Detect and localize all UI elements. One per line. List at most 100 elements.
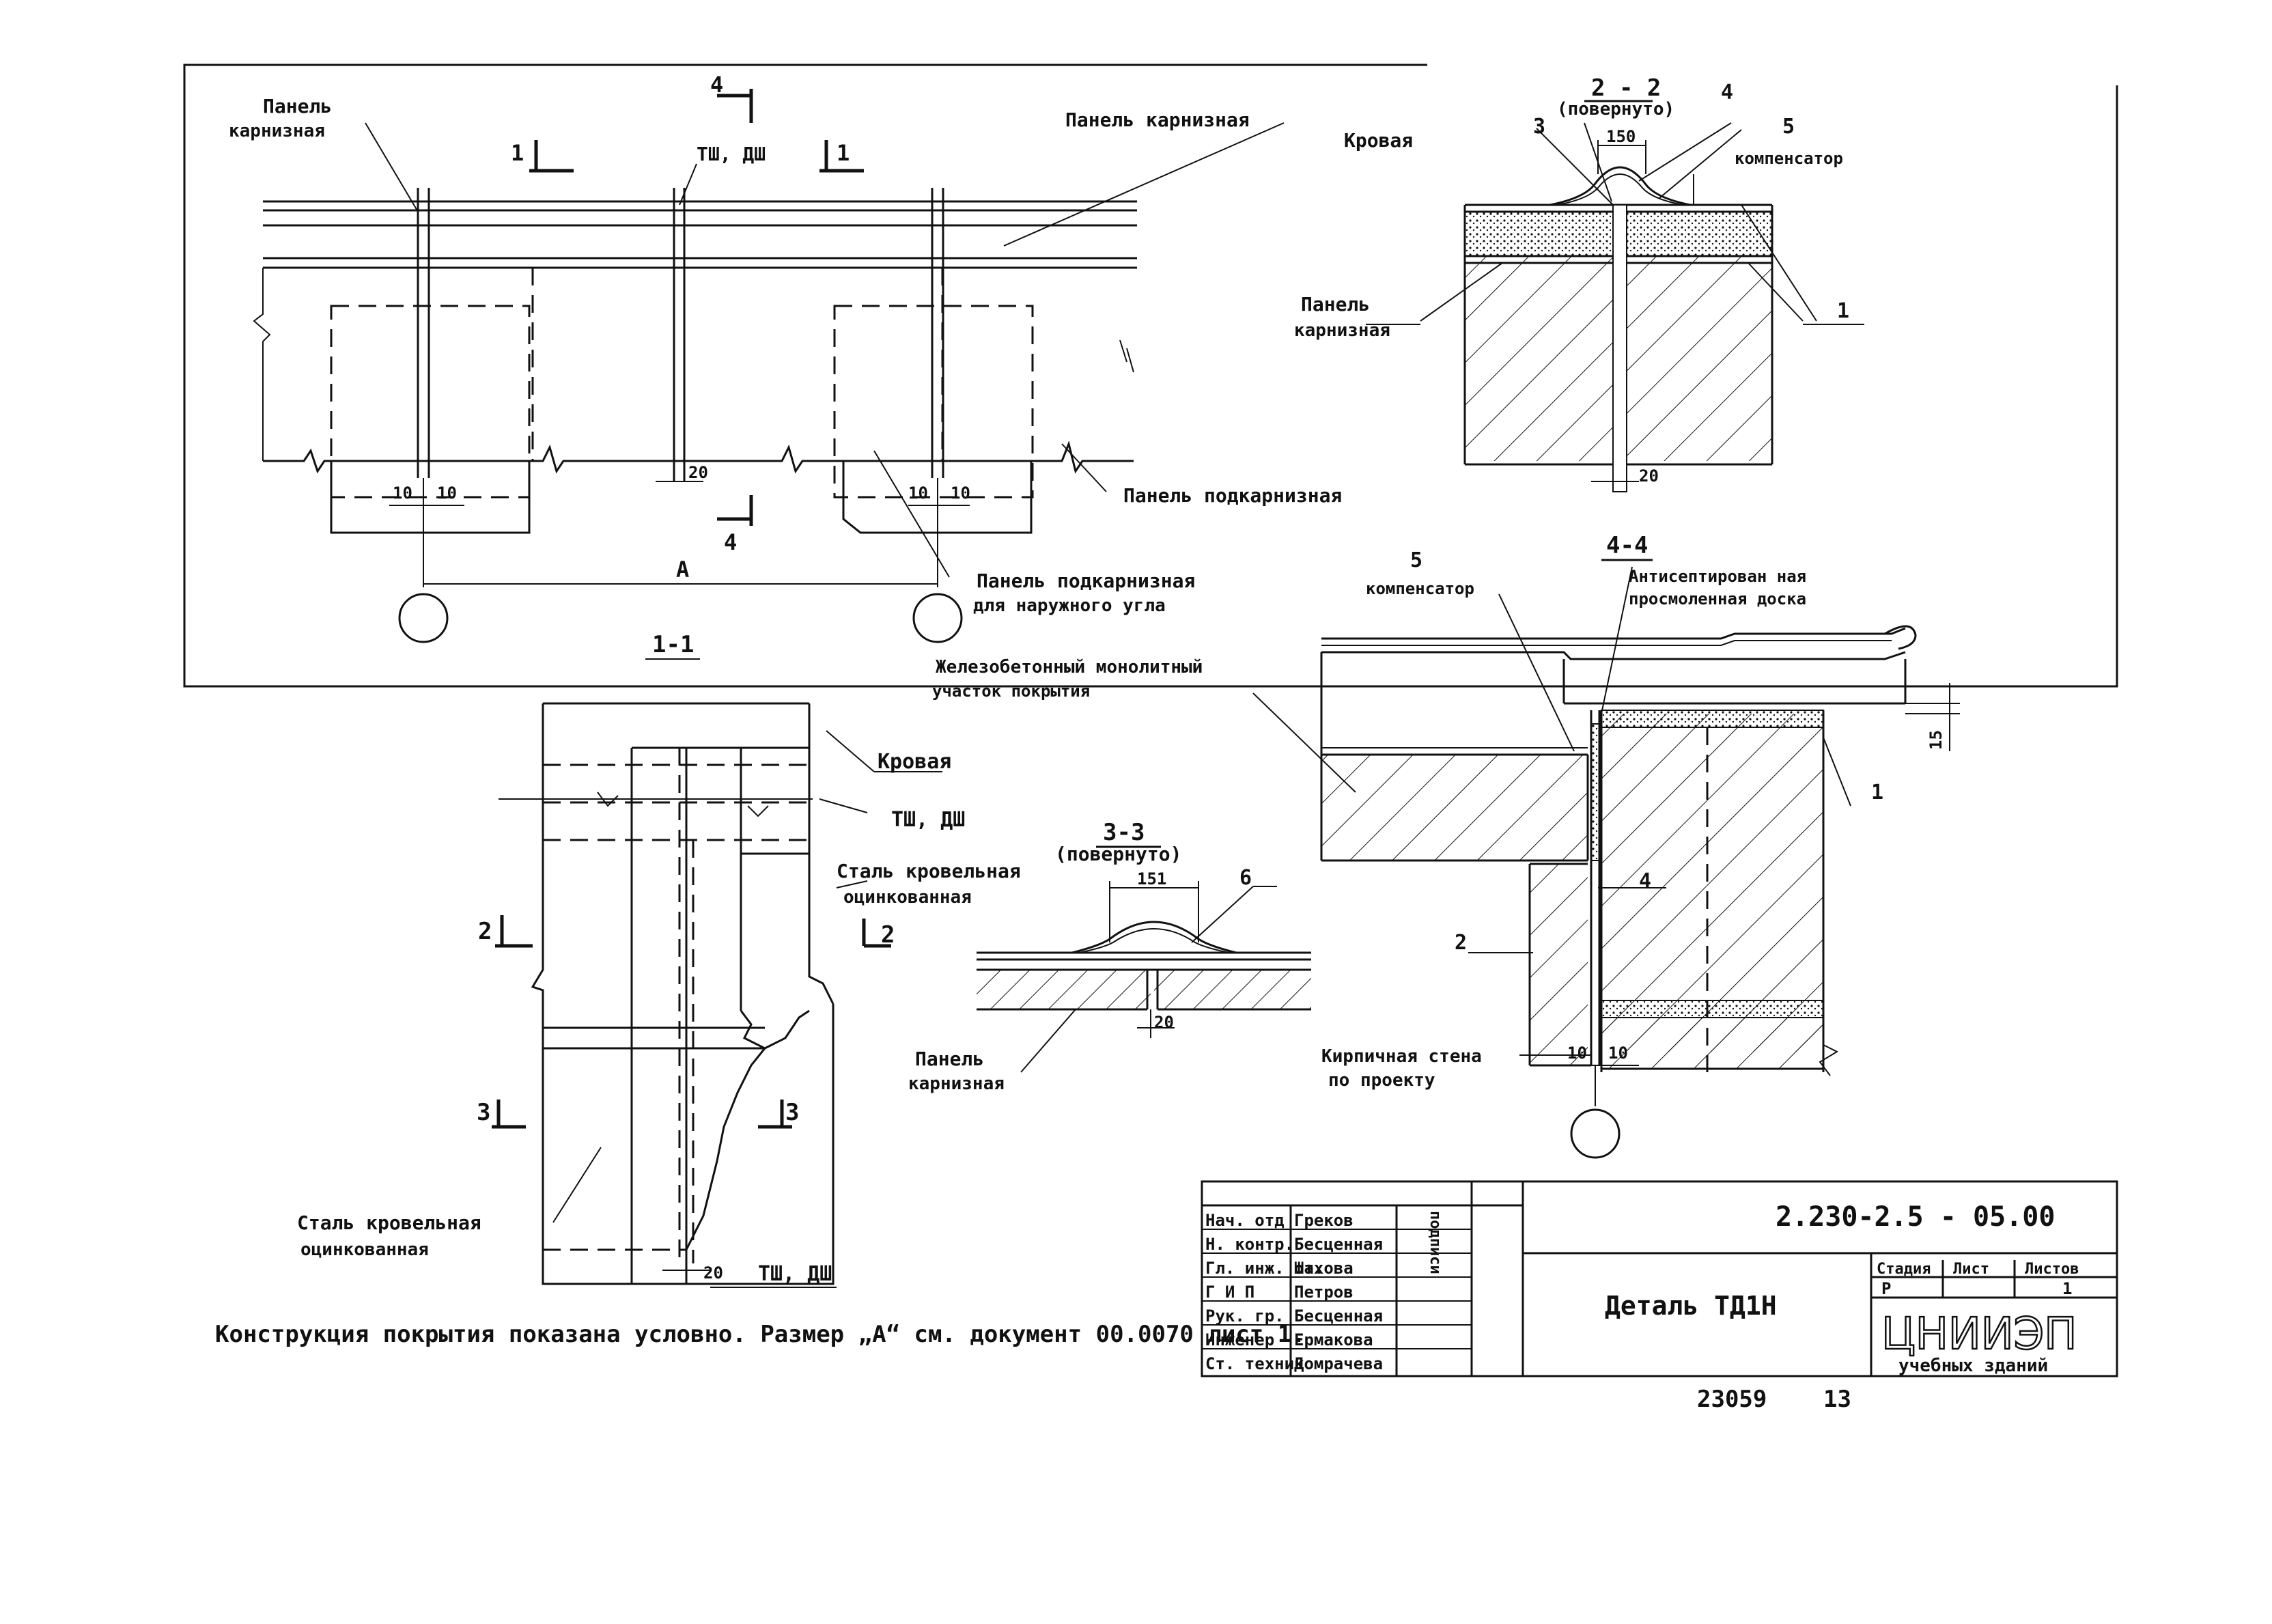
- label-panel-cornice-right: Панель карнизная: [1065, 109, 1250, 131]
- sec22-title: 2 - 2: [1591, 74, 1661, 102]
- sec11-mark-3-left: 3: [477, 1099, 490, 1126]
- role-6: Ст. техник: [1205, 1354, 1304, 1373]
- stage-value: Р: [1881, 1279, 1891, 1298]
- name-4: Бесценная: [1294, 1306, 1383, 1326]
- sec44-label-comp: компенсатор: [1366, 579, 1474, 598]
- section-3-3-labels: 3-3 (повернуто) 151 6 20 Панель карнизна…: [908, 819, 1252, 1094]
- dim-10d: 10: [951, 484, 970, 503]
- dim-10a: 10: [393, 484, 412, 503]
- sec22-label-panel-l2: карнизная: [1294, 320, 1390, 341]
- signature-vertical-label: подписи: [1427, 1211, 1444, 1274]
- sec11-mark-3-right: 3: [785, 1099, 799, 1126]
- section-3-3: [977, 881, 1311, 1073]
- role-4: Рук. гр.: [1205, 1306, 1285, 1326]
- sec44-n1: 1: [1871, 781, 1883, 804]
- sheet-header: Лист: [1953, 1261, 1989, 1278]
- name-2: Шахова: [1294, 1259, 1354, 1278]
- dim-A: А: [676, 557, 689, 583]
- sec22-dim-20: 20: [1639, 466, 1659, 486]
- sec44-dim-10b: 10: [1608, 1044, 1628, 1063]
- section-1-1: [492, 658, 942, 1288]
- sec33-title: 3-3: [1103, 819, 1145, 846]
- section-1-1-labels: 1-1 Кровая ТШ, ДШ Сталь кровельная оцинк…: [297, 631, 1021, 1286]
- sec33-label-panel-l2: карнизная: [908, 1074, 1005, 1094]
- sec44-n4: 4: [1639, 869, 1651, 893]
- mark-1-right: 1: [837, 140, 850, 166]
- sec33-dim-151: 151: [1137, 869, 1166, 888]
- sec11-label-steel2-l1: Сталь кровельная: [297, 1212, 481, 1234]
- stage-header: Стадия: [1877, 1261, 1931, 1278]
- sec44-label-rc-l2: участок покрытия: [932, 682, 1090, 701]
- sec44-label-wall-l2: по проекту: [1328, 1070, 1435, 1091]
- name-5: Ермакова: [1294, 1330, 1373, 1349]
- section-2-2: [1366, 122, 1864, 492]
- role-0: Нач. отд: [1205, 1211, 1285, 1230]
- sec11-label-steel-l2: оцинкованная: [843, 887, 972, 908]
- sec33-label-panel-l1: Панель: [915, 1048, 984, 1070]
- sec44-label-wall-l1: Кирпичная стена: [1321, 1046, 1482, 1067]
- sec44-dim-10a: 10: [1567, 1044, 1587, 1063]
- inventory-number: 23059: [1697, 1386, 1767, 1413]
- role-1: Н. контр.: [1205, 1235, 1294, 1254]
- sec22-n5: 5: [1782, 115, 1795, 139]
- sec44-label-board-l2: просмоленная доска: [1629, 589, 1806, 608]
- sec22-n4: 4: [1721, 81, 1733, 104]
- name-0: Греков: [1294, 1211, 1354, 1230]
- org-subtitle: учебных зданий: [1898, 1356, 2048, 1376]
- sec22-dim-150: 150: [1606, 127, 1636, 146]
- title-block: [1201, 1180, 2118, 1377]
- label-panel-corner-l2: для наружного угла: [973, 596, 1166, 616]
- dim-10b: 10: [437, 484, 457, 503]
- sec44-n5: 5: [1410, 548, 1422, 572]
- sec44-n2: 2: [1455, 931, 1467, 955]
- dim-20: 20: [688, 463, 708, 482]
- sec33-subtitle: (повернуто): [1055, 843, 1181, 865]
- org-logo-text: ЦНИИЭП: [1881, 1309, 2077, 1360]
- sec44-label-board-l1: Антисептирован ная: [1629, 567, 1806, 586]
- role-3: Г И П: [1205, 1283, 1254, 1302]
- label-panel-cornice-l2: карнизная: [229, 121, 325, 141]
- sec22-label-panel-l1: Панель: [1301, 293, 1370, 316]
- stamp-row-lines: [1202, 1229, 1472, 1349]
- sec11-label-tsh-1: ТШ, ДШ: [891, 808, 965, 832]
- sec11-mark-2-right: 2: [881, 921, 895, 949]
- plan-labels: Панель карнизная Панель карнизная Панель…: [229, 72, 1342, 616]
- label-panel-cornice-l1: Панель: [263, 95, 332, 117]
- sec22-label-roof: Кровая: [1344, 129, 1413, 152]
- mark-4-top: 4: [710, 72, 723, 98]
- name-3: Петров: [1294, 1283, 1354, 1302]
- dim-10c: 10: [908, 484, 928, 503]
- label-panel-under-cornice: Панель подкарнизная: [1123, 484, 1342, 507]
- sheets-value: 1: [2062, 1279, 2072, 1298]
- label-tsh: ТШ, ДШ: [697, 143, 766, 165]
- mark-4-bottom: 4: [724, 529, 737, 555]
- sec11-dim-20: 20: [703, 1263, 723, 1283]
- plan-view: [253, 89, 1285, 643]
- sec33-n6: 6: [1239, 866, 1252, 890]
- page-number: 13: [1823, 1386, 1851, 1413]
- sec44-label-rc-l1: Железобетонный монолитный: [936, 657, 1203, 677]
- sec22-n3: 3: [1533, 115, 1545, 139]
- sec22-n1: 1: [1837, 299, 1849, 323]
- sec22-subtitle: (повернуто): [1557, 99, 1674, 120]
- section-4-4-labels: 4-4 5 компенсатор Антисептирован ная про…: [932, 532, 1946, 1091]
- section-2-2-labels: 2 - 2 (повернуто) Кровая компенсатор 3 4…: [1294, 74, 1849, 486]
- doc-code: 2.230-2.5 - 05.00: [1776, 1201, 2055, 1233]
- section-4-4: [1252, 566, 1960, 1159]
- sec11-title: 1-1: [652, 631, 694, 658]
- sec11-label-roof: Кровая: [878, 750, 951, 774]
- drawing-title: Деталь ТД1Н: [1605, 1291, 1777, 1321]
- drawing-frame: [183, 64, 2118, 688]
- sec11-mark-2-left: 2: [478, 918, 492, 945]
- sec11-label-steel-l1: Сталь кровельная: [837, 860, 1021, 882]
- sec22-label-comp: компенсатор: [1735, 149, 1843, 168]
- title-block-text: Нач. отд Н. контр. Гл. инж. от. Г И П Ру…: [1205, 1201, 2079, 1376]
- role-2: Гл. инж. от.: [1205, 1259, 1323, 1278]
- sec33-dim-20: 20: [1154, 1013, 1174, 1032]
- sheets-header: Листов: [2025, 1261, 2079, 1278]
- role-5: Инженер: [1205, 1330, 1274, 1349]
- mark-1-left: 1: [511, 140, 524, 166]
- label-panel-corner-l1: Панель подкарнизная: [977, 570, 1195, 592]
- sec44-title: 4-4: [1606, 532, 1648, 559]
